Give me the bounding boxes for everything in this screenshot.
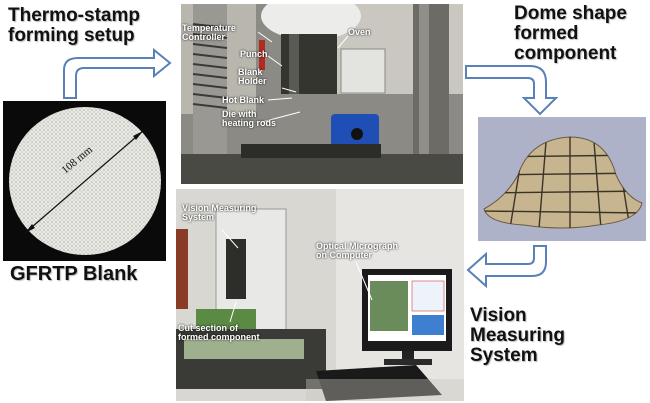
label-oven: Oven	[348, 27, 371, 37]
title-blank: GFRTP Blank	[10, 263, 138, 285]
title-dome: Dome shape formed component	[514, 3, 627, 64]
arrow-dome-to-vision	[466, 245, 547, 289]
title-setup: Thermo-stamp forming setup	[8, 5, 140, 46]
label-cut-section: Cut section of formed component	[178, 323, 260, 343]
label-punch: Punch	[240, 49, 268, 59]
label-optical-micrograph: Optical Micrograph on Computer	[316, 241, 399, 261]
label-blank-holder: Blank Holder	[238, 67, 267, 87]
vision-photo	[176, 189, 464, 401]
label-temperature-controller: Temperature Controller	[182, 23, 236, 43]
gfrtp-blank-photo	[3, 101, 166, 261]
title-vision: Vision Measuring System	[470, 305, 566, 366]
arrow-setup-to-dome	[465, 65, 559, 116]
label-die-heating-rods: Die with heating rods	[222, 109, 277, 129]
dome-photo	[478, 117, 646, 241]
label-hot-blank: Hot Blank	[222, 95, 265, 105]
arrow-blank-to-setup	[63, 47, 172, 99]
label-vision-system: Vision Measuring System	[182, 203, 257, 223]
setup-photo	[181, 4, 463, 184]
diameter-line	[24, 130, 144, 234]
